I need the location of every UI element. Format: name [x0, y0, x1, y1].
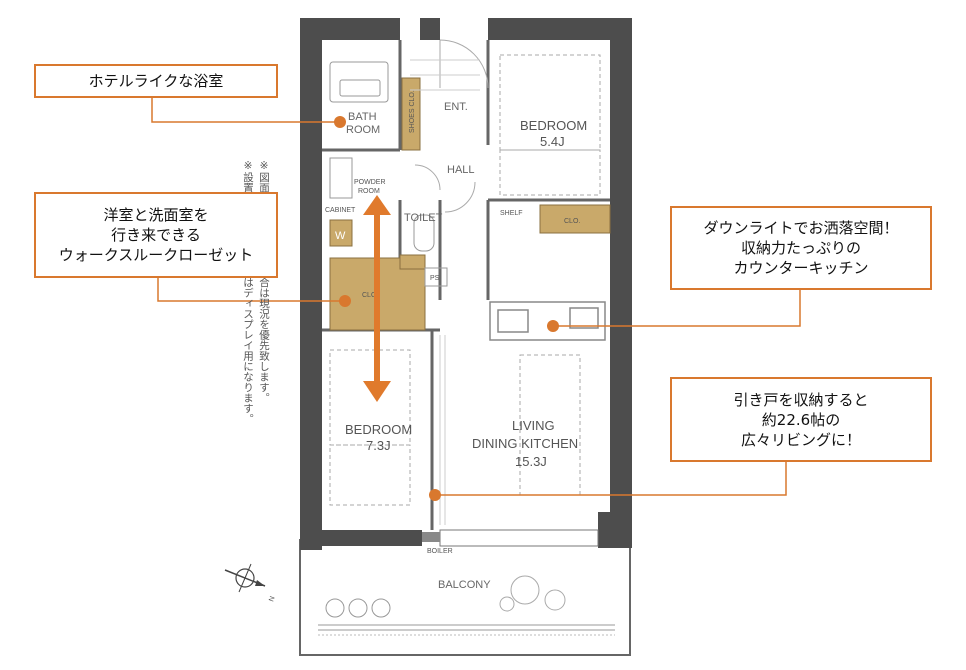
walk-in-closet-label: CLO. — [362, 292, 378, 299]
callout-closet: 洋室と洗面室を 行き来できる ウォークスルークローゼット — [34, 192, 278, 278]
outer-walls — [300, 18, 632, 550]
balcony — [299, 539, 631, 656]
callout-closet-line-1: 洋室と洗面室を — [103, 206, 209, 224]
washer-label: W — [335, 230, 346, 242]
bath-fixtures — [329, 61, 448, 287]
powder-room-label-2: ROOM — [358, 188, 380, 195]
living-label-2: DINING KITCHEN — [472, 436, 578, 451]
callout-living-line-1: 引き戸を収納すると — [733, 390, 869, 409]
callout-closet-line-2: 行き来できる — [111, 226, 201, 244]
bedroom2-size: 7.3J — [366, 438, 391, 453]
bedroom1-size: 5.4J — [540, 134, 565, 149]
callout-living-line-2: 約22.6帖の — [761, 410, 841, 429]
callout-kitchen: ダウンライトでお洒落空間！ 収納力たっぷりの カウンターキッチン — [670, 206, 932, 290]
callout-kitchen-line-1: ダウンライトでお洒落空間！ — [703, 219, 899, 237]
door-swings — [414, 39, 489, 213]
closet-label: CLO. — [564, 218, 580, 225]
toilet-label: TOILET — [404, 212, 443, 224]
kitchen-counter — [489, 301, 606, 341]
hall-label: HALL — [447, 164, 475, 176]
cabinet-label: CABINET — [325, 207, 356, 214]
bedroom1-label: BEDROOM — [520, 118, 587, 133]
furniture — [329, 54, 601, 506]
callout-kitchen-line-3: カウンターキッチン — [733, 259, 869, 277]
walk-through-arrow — [363, 195, 391, 402]
living-size: 15.3J — [515, 454, 547, 469]
shelf-label: SHELF — [500, 210, 523, 217]
callout-leaders — [151, 98, 801, 496]
callout-bath-line-1: ホテルライクな浴室 — [88, 72, 224, 90]
callout-living-line-3: 広々リビングに！ — [740, 430, 861, 449]
room-labels: BATH ROOM SHOES CLO. ENT. BEDROOM 5.4J H… — [325, 90, 587, 591]
powder-room-label-1: POWDER — [354, 179, 386, 186]
boiler-label: BOILER — [427, 548, 453, 555]
callout-closet-line-3: ウォークスルークローゼット — [58, 246, 254, 264]
callout-markers — [334, 116, 559, 501]
bath-room-label-2: ROOM — [346, 124, 380, 136]
callout-kitchen-line-2: 収納力たっぷりの — [740, 239, 861, 257]
north-label: N — [268, 596, 276, 603]
entrance-label: ENT. — [444, 101, 468, 113]
callout-bath: ホテルライクな浴室 — [34, 64, 278, 98]
balcony-label: BALCONY — [438, 579, 491, 591]
shoes-closet-label: SHOES CLO. — [409, 90, 416, 133]
living-label-1: LIVING — [512, 418, 555, 433]
ps-label: PS — [430, 275, 440, 282]
callout-living: 引き戸を収納すると 約22.6帖の 広々リビングに！ — [670, 377, 932, 462]
bedroom2-label: BEDROOM — [345, 422, 412, 437]
bath-room-label-1: BATH — [348, 111, 377, 123]
compass-icon: N — [224, 563, 277, 603]
